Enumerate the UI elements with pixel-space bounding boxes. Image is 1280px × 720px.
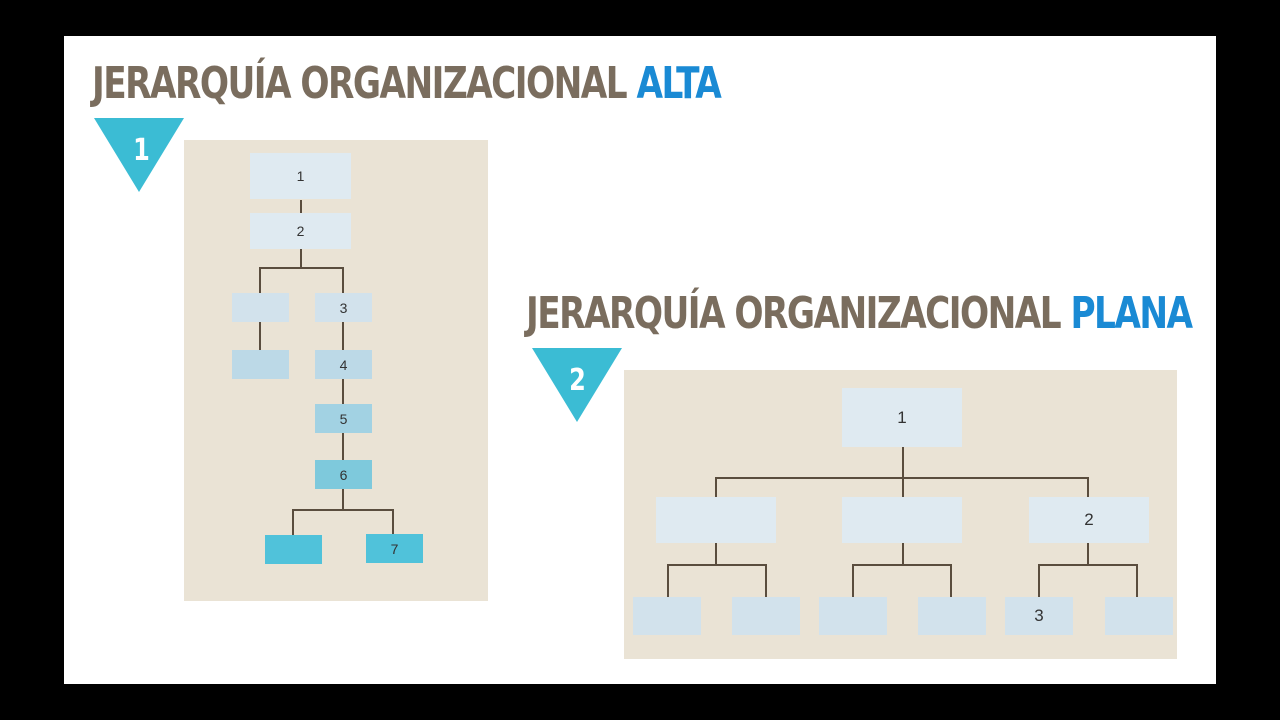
marker-2-triangle-icon	[532, 348, 622, 422]
connector	[715, 477, 717, 497]
connector	[342, 378, 344, 404]
connector	[342, 267, 344, 293]
org-box: 6	[315, 460, 372, 489]
org-box: 3	[1005, 597, 1073, 635]
title-plana-accent: PLANA	[1070, 288, 1193, 339]
connector	[1038, 564, 1138, 566]
org-box	[732, 597, 800, 635]
title-alta: JERARQUÍA ORGANIZACIONAL ALTA	[92, 62, 722, 106]
connector	[902, 447, 904, 497]
connector	[300, 200, 302, 214]
connector	[392, 509, 394, 535]
connector	[667, 564, 767, 566]
org-box: 3	[315, 293, 372, 322]
org-box	[656, 497, 776, 543]
connector	[765, 564, 767, 597]
connector	[1136, 564, 1138, 597]
connector	[300, 248, 302, 268]
connector	[292, 509, 294, 535]
connector	[292, 509, 394, 511]
title-alta-prefix: JERARQUÍA ORGANIZACIONAL	[92, 58, 628, 109]
tall-hierarchy-panel: 1 2 3 4 5 6 7	[184, 140, 488, 601]
org-box	[633, 597, 701, 635]
org-box: 2	[1029, 497, 1149, 543]
org-box: 2	[250, 213, 351, 249]
slide: JERARQUÍA ORGANIZACIONAL ALTA 1 JERARQUÍ…	[64, 36, 1216, 684]
flat-hierarchy-panel: 1 2 3	[624, 370, 1177, 659]
connector	[259, 267, 344, 269]
title-plana: JERARQUÍA ORGANIZACIONAL PLANA	[526, 292, 1193, 336]
marker-1-triangle-icon	[94, 118, 184, 192]
title-plana-prefix: JERARQUÍA ORGANIZACIONAL	[526, 288, 1062, 339]
marker-1-label: 1	[133, 133, 150, 168]
connector	[1038, 564, 1040, 597]
connector	[1087, 543, 1089, 565]
org-box: 5	[315, 404, 372, 433]
connector	[342, 488, 344, 510]
title-alta-accent: ALTA	[636, 58, 721, 109]
org-box	[1105, 597, 1173, 635]
org-box: 4	[315, 350, 372, 379]
org-box: 7	[366, 534, 423, 563]
marker-2-label: 2	[569, 363, 586, 398]
connector	[667, 564, 669, 597]
connector	[715, 477, 1089, 479]
org-box: 1	[250, 153, 351, 199]
org-box	[232, 293, 289, 322]
connector	[902, 543, 904, 565]
connector	[342, 322, 344, 350]
connector	[1087, 477, 1089, 497]
org-box	[842, 497, 962, 543]
org-box	[819, 597, 887, 635]
connector	[259, 267, 261, 293]
connector	[259, 322, 261, 350]
org-box: 1	[842, 388, 962, 447]
connector	[715, 543, 717, 565]
connector	[950, 564, 952, 597]
org-box	[265, 535, 322, 564]
connector	[852, 564, 952, 566]
org-box	[232, 350, 289, 379]
connector	[342, 432, 344, 460]
org-box	[918, 597, 986, 635]
connector	[852, 564, 854, 597]
